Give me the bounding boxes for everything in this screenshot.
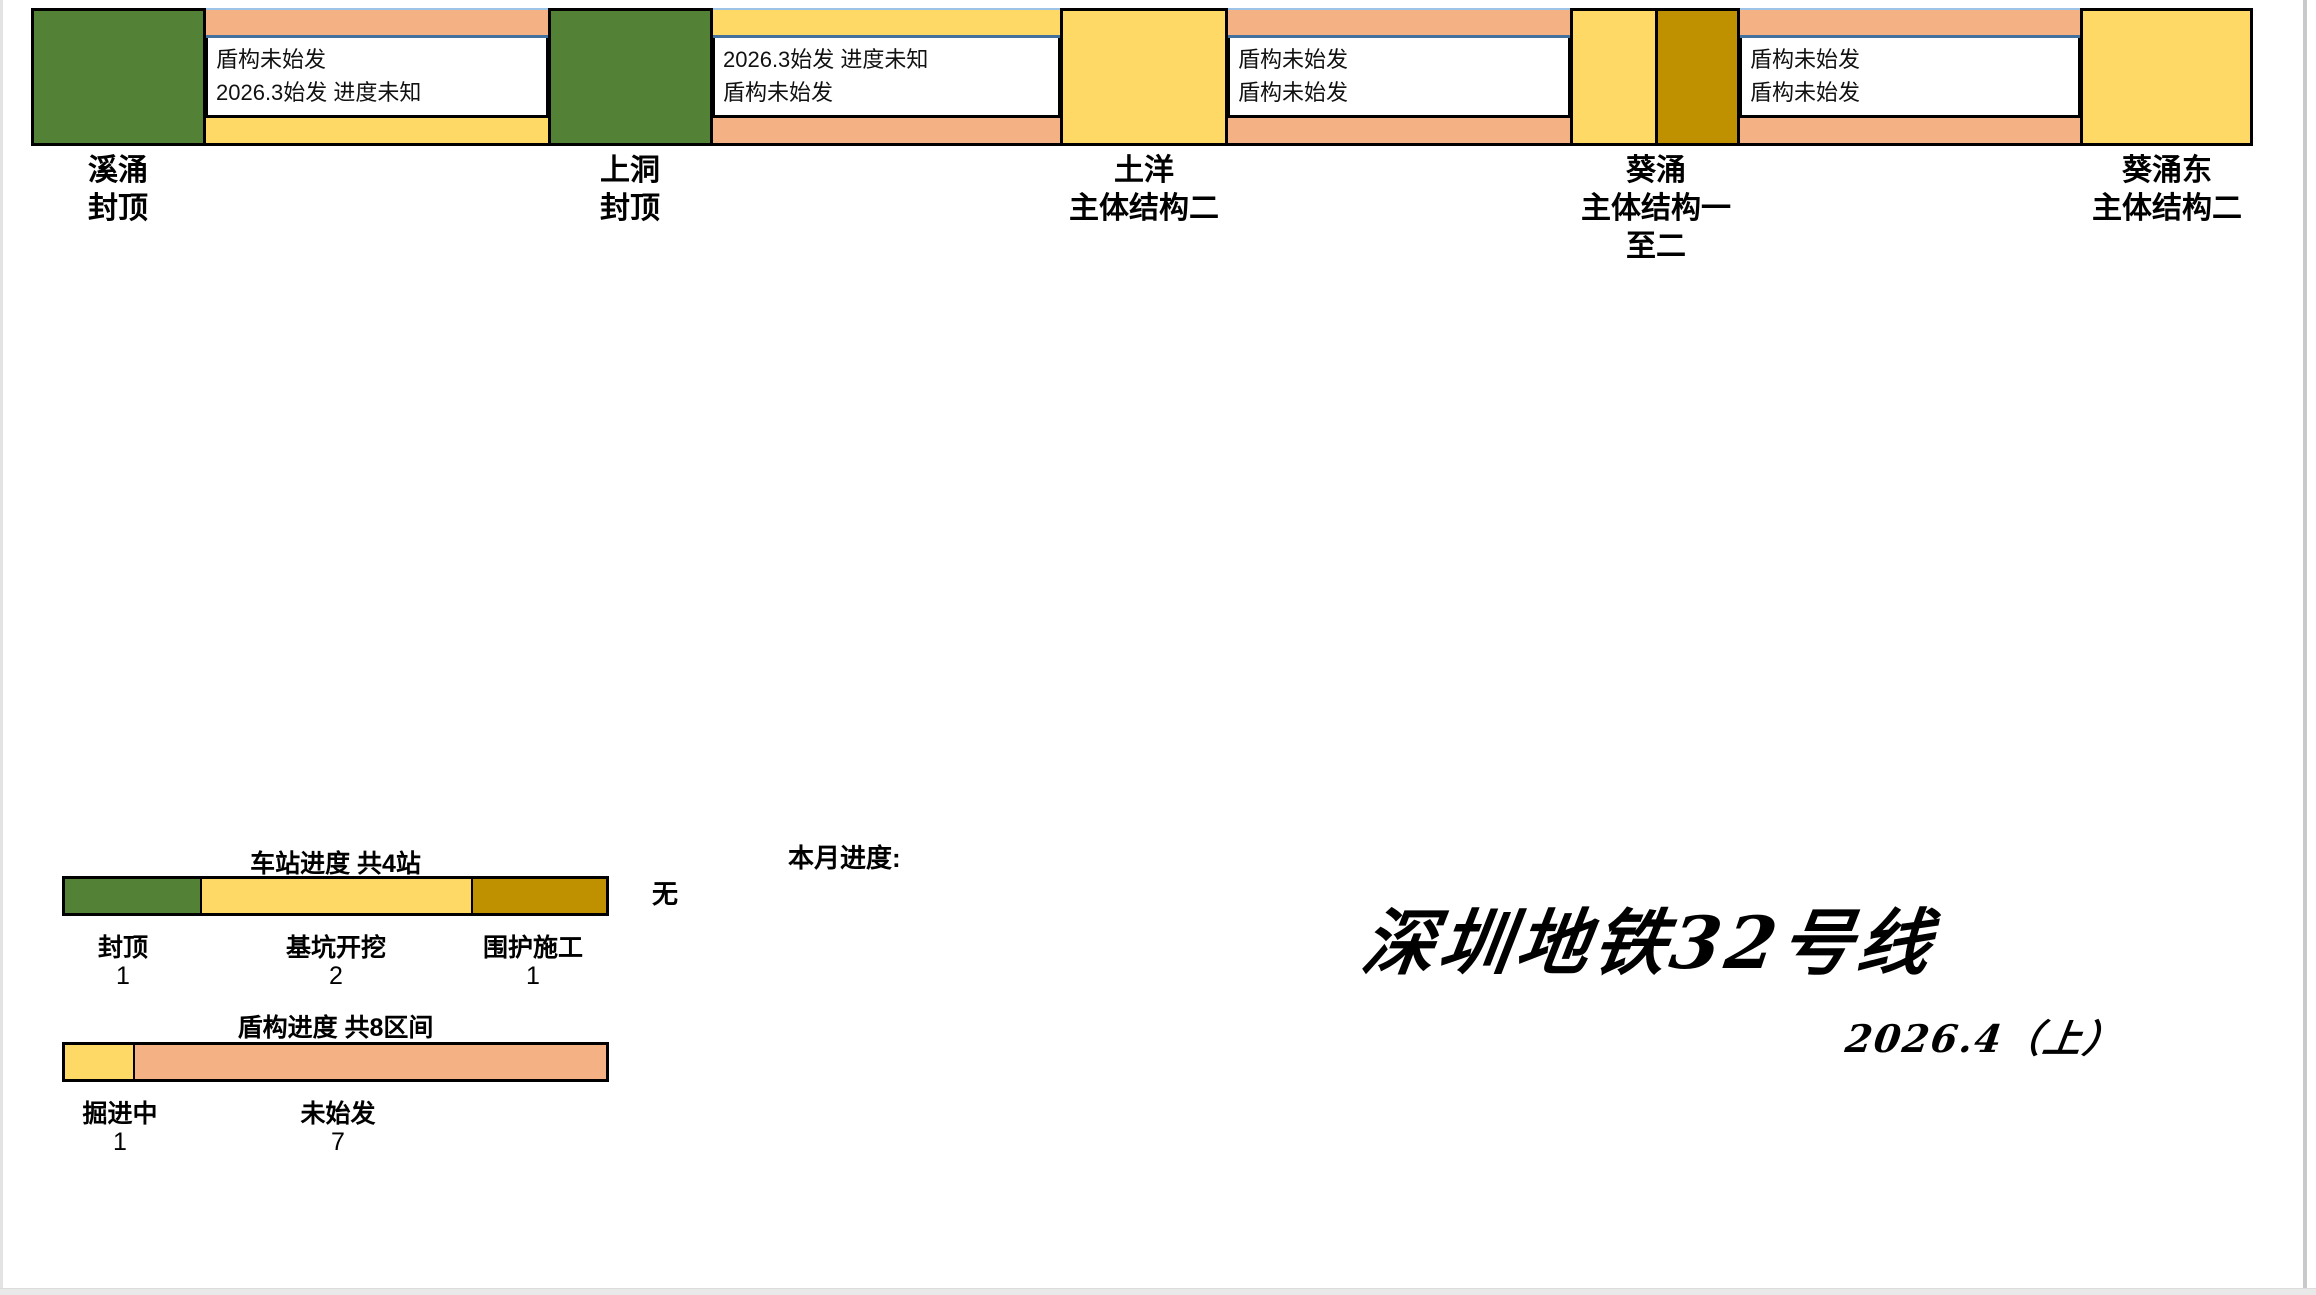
tube-down-bar xyxy=(1228,118,1570,146)
note-line: 盾构未始发 xyxy=(723,80,834,106)
tube-up-bar xyxy=(1740,8,2080,38)
station-status: 主体结构二 xyxy=(1069,192,1219,225)
tube-up-bar xyxy=(206,8,548,38)
station-label-shangdong: 上洞 封顶 xyxy=(600,152,660,228)
note-line: 盾构未始发 xyxy=(1750,46,1861,72)
station-block-tuyang xyxy=(1060,8,1228,146)
shield-legend-title: 盾构进度 共8区间 xyxy=(237,1014,434,1042)
segment-kuichong-kuichongdong: 盾构未始发 盾构未始发 xyxy=(1740,8,2080,146)
station-status: 主体结构一 xyxy=(1581,192,1731,225)
legend-count-not-launched: 7 xyxy=(331,1128,345,1156)
station-block-kuichongdong xyxy=(2080,8,2253,146)
note-line: 2026.3始发 进度未知 xyxy=(216,80,422,106)
segment-xichong-shangdong: 盾构未始发 2026.3始发 进度未知 xyxy=(206,8,548,146)
station-name: 上洞 xyxy=(600,154,660,187)
segment-note: 盾构未始发 盾构未始发 xyxy=(1740,38,2080,118)
station-label-tuyang: 土洋 主体结构二 xyxy=(1069,152,1219,228)
legend-seg-retaining xyxy=(470,879,606,913)
station-name: 溪涌 xyxy=(88,154,148,187)
window-right-edge xyxy=(2303,0,2307,1295)
legend-label-not-launched: 未始发 xyxy=(300,1100,376,1128)
station-status: 封顶 xyxy=(600,192,660,225)
monthly-progress-label: 本月进度: xyxy=(788,843,901,873)
page-subtitle: 2026.4（上） xyxy=(1842,1016,2127,1061)
station-label-xichong: 溪涌 封顶 xyxy=(88,152,148,228)
legend-seg-excavation xyxy=(200,879,471,913)
station-block-shangdong xyxy=(548,8,713,146)
tube-down-bar xyxy=(206,118,548,146)
legend-count-excavation: 2 xyxy=(329,962,343,990)
station-status: 封顶 xyxy=(88,192,148,225)
legend-label-topped-out: 封顶 xyxy=(97,934,149,962)
segment-note: 2026.3始发 进度未知 盾构未始发 xyxy=(713,38,1060,118)
legend-label-tunneling: 掘进中 xyxy=(82,1100,158,1128)
legend-count-retaining: 1 xyxy=(526,962,540,990)
window-left-edge xyxy=(0,0,3,1295)
segment-tuyang-kuichong: 盾构未始发 盾构未始发 xyxy=(1228,8,1570,146)
window-bottom-edge xyxy=(0,1288,2316,1295)
page-title: 深圳地铁32号线 xyxy=(1357,900,1942,985)
note-line: 盾构未始发 xyxy=(1238,80,1349,106)
note-line: 盾构未始发 xyxy=(1750,80,1861,106)
station-legend-title: 车站进度 共4站 xyxy=(250,850,421,878)
segment-note: 盾构未始发 盾构未始发 xyxy=(1228,38,1570,118)
segment-shangdong-tuyang: 2026.3始发 进度未知 盾构未始发 xyxy=(713,8,1060,146)
note-line: 盾构未始发 xyxy=(1238,46,1349,72)
legend-seg-not-launched xyxy=(132,1045,606,1079)
tube-up-bar xyxy=(1228,8,1570,38)
station-name: 土洋 xyxy=(1114,154,1174,187)
shield-legend-bar xyxy=(62,1042,609,1082)
legend-seg-topped-out xyxy=(65,879,201,913)
legend-seg-tunneling xyxy=(65,1045,133,1079)
segment-note: 盾构未始发 2026.3始发 进度未知 xyxy=(206,38,548,118)
legend-label-excavation: 基坑开挖 xyxy=(285,934,387,962)
station-name: 葵涌东 xyxy=(2122,154,2212,187)
station-block-kuichong-east xyxy=(1655,8,1740,146)
legend-label-retaining: 围护施工 xyxy=(482,934,584,962)
station-name: 葵涌 xyxy=(1626,154,1686,187)
station-label-kuichongdong: 葵涌东 主体结构二 xyxy=(2092,152,2242,228)
station-status: 主体结构二 xyxy=(2092,192,2242,225)
station-legend-bar xyxy=(62,876,609,916)
tube-up-bar xyxy=(713,8,1060,38)
station-label-kuichong: 葵涌 主体结构一 至二 xyxy=(1581,152,1731,266)
monthly-progress-value: 无 xyxy=(652,879,679,909)
legend-count-tunneling: 1 xyxy=(113,1128,127,1156)
station-status: 至二 xyxy=(1626,230,1686,263)
note-line: 盾构未始发 xyxy=(216,46,327,72)
legend-count-topped-out: 1 xyxy=(116,962,130,990)
tube-down-bar xyxy=(1740,118,2080,146)
station-block-kuichong-west xyxy=(1570,8,1658,146)
tube-down-bar xyxy=(713,118,1060,146)
note-line: 2026.3始发 进度未知 xyxy=(723,46,929,72)
station-block-xichong xyxy=(31,8,206,146)
